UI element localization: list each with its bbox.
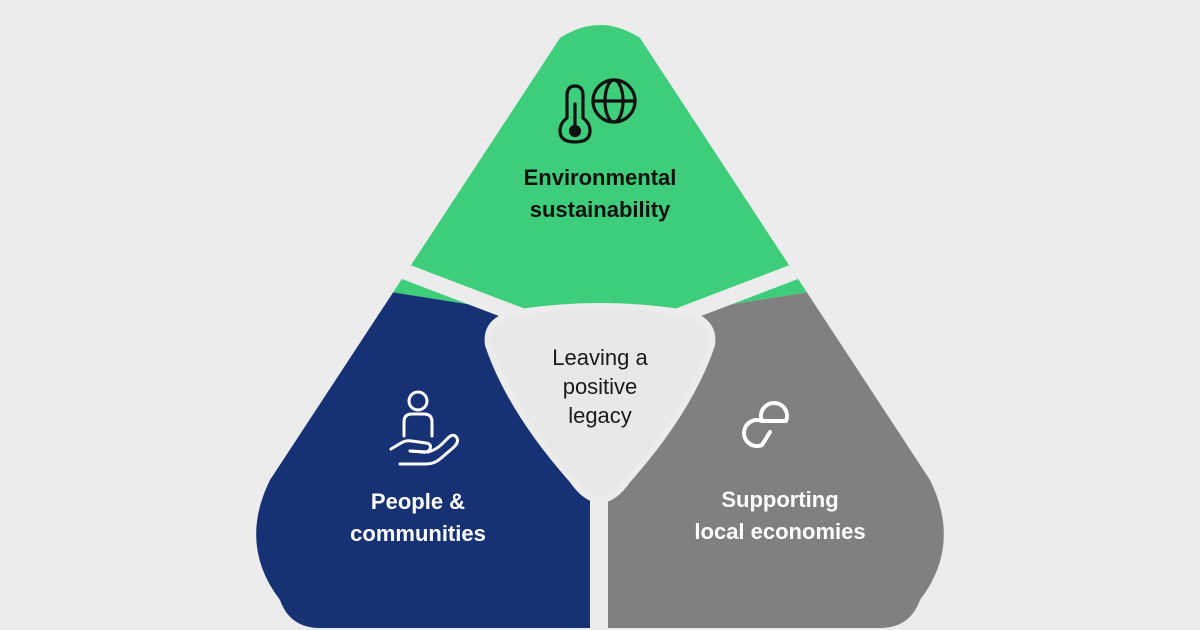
center-label-line1: Leaving a xyxy=(552,345,648,370)
economies-label: Supporting local economies xyxy=(650,484,910,548)
people-label-line2: communities xyxy=(350,521,486,546)
environmental-label-line2: sustainability xyxy=(529,197,671,222)
globe-icon xyxy=(591,78,637,124)
economies-label-line1: Supporting xyxy=(721,487,839,512)
center-label-line3: legacy xyxy=(568,403,632,428)
people-label: People & communities xyxy=(293,486,543,550)
people-label-line1: People & xyxy=(370,489,466,514)
thermometer-icon xyxy=(558,84,592,144)
person-in-hand-icon xyxy=(389,390,460,466)
environmental-label-line1: Environmental xyxy=(523,165,677,190)
center-shape xyxy=(484,303,716,503)
center-label: Leaving a positive legacy xyxy=(520,343,680,430)
economies-label-line2: local economies xyxy=(694,519,866,544)
center-label-line2: positive xyxy=(562,374,638,399)
environmental-label: Environmental sustainability xyxy=(450,162,750,226)
infinity-loop-icon xyxy=(742,401,789,448)
